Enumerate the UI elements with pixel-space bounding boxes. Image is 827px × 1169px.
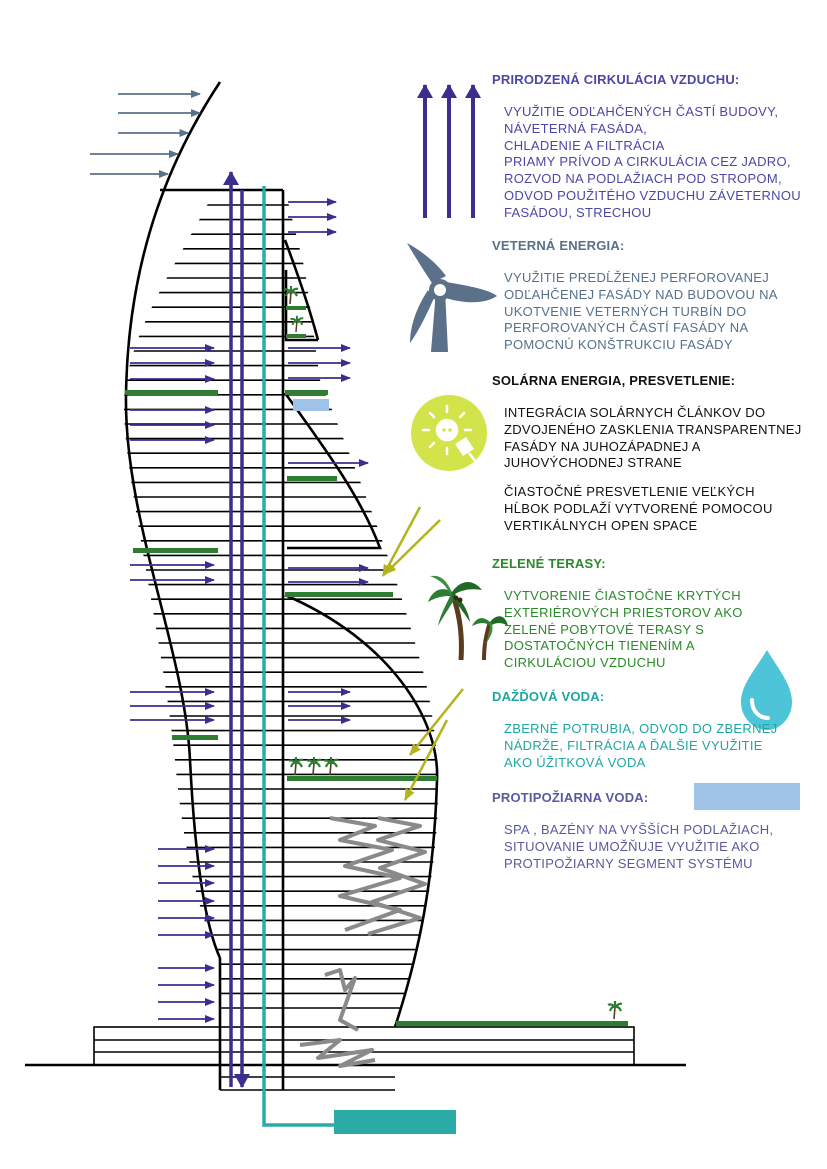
text-line: ROZVOD NA PODLAŽIACH POD STROPOM, <box>504 171 782 187</box>
text-line: ODVOD POUŽITÉHO VZDUCHU ZÁVETERNOU <box>504 187 801 203</box>
solar-energy-text: INTEGRÁCIA SOLÁRNYCH ČLÁNKOV DO ZDVOJENÉ… <box>504 405 812 535</box>
palm-tree-icon <box>283 286 299 305</box>
text-line: UKOTVENIE VETERNÝCH TURBÍN DO <box>504 303 747 319</box>
text-line: INTEGRÁCIA SOLÁRNYCH ČLÁNKOV DO <box>504 405 766 420</box>
green-terraces-title: ZELENÉ TERASY: <box>492 556 606 571</box>
text-line: HĹBOK PODLAŽÍ VYTVORENÉ POMOCOU <box>504 500 773 516</box>
rainwater-pipe <box>262 186 334 1127</box>
palm-tree-icon <box>323 757 339 776</box>
text-line: ZBERNÉ POTRUBIA, ODVOD DO ZBERNEJ <box>504 721 778 736</box>
palm-tree-icon <box>289 315 304 333</box>
text-line: SITUOVANIE UMOŽŇUJE VYUŽITIE AKO <box>504 838 760 854</box>
core-air-shafts <box>223 171 250 1088</box>
text-line: NÁDRŽE, FILTRÁCIA A ĎALŠIE VYUŽITIE <box>504 737 763 753</box>
terrace-palms <box>283 286 623 1020</box>
fire-water-pool-swatch <box>694 783 800 810</box>
section-air-circulation: PRIRODZENÁ CIRKULÁCIA VZDUCHU: VYUŽITIE … <box>492 72 812 222</box>
rain-water-title: DAŽĎOVÁ VODA: <box>492 689 605 704</box>
solar-energy-title: SOLÁRNA ENERGIA, PRESVETLENIE: <box>492 373 736 388</box>
fire-water-text: SPA , BAZÉNY NA VYŠŠÍCH PODLAŽIACH, SITU… <box>504 822 812 872</box>
text-line: DOSTATOČNÝCH TIENENÍM A <box>504 638 695 654</box>
palm-tree-icon <box>288 757 304 776</box>
text-line: ODĽAHČENEJ FASÁDY NAD BUDOVOU NA <box>504 286 778 302</box>
section-green-terraces: ZELENÉ TERASY: VYTVORENIE ČIASTOČNE KRYT… <box>492 556 812 672</box>
air-circulation-title: PRIRODZENÁ CIRKULÁCIA VZDUCHU: <box>492 72 740 87</box>
section-rain-water: DAŽĎOVÁ VODA: ZBERNÉ POTRUBIA, ODVOD DO … <box>492 689 812 771</box>
text-line: VYUŽITIE PREDĹŽENEJ PERFOROVANEJ <box>504 270 770 285</box>
text-line: AKO ÚŽITKOVÁ VODA <box>504 754 646 770</box>
podium-base <box>93 1026 635 1091</box>
airflow-arrows <box>130 198 369 1023</box>
text-line: NÁVETERNÁ FASÁDA, <box>504 120 648 136</box>
text-line: PERFOROVANÝCH ČASTÍ FASÁDY NA <box>504 320 749 336</box>
section-wind-energy: VETERNÁ ENERGIA: VYUŽITIE PREDĹŽENEJ PER… <box>492 238 812 354</box>
text-line: JUHOVÝCHODNEJ STRANE <box>504 455 682 471</box>
rain-water-text: ZBERNÉ POTRUBIA, ODVOD DO ZBERNEJ NÁDRŽE… <box>504 721 812 771</box>
spiral-ramps <box>299 816 427 1068</box>
rainwater-tank <box>334 1110 456 1134</box>
fire-water-title: PROTIPOŽIARNA VODA: <box>492 790 649 805</box>
palm-tree-icon <box>306 757 322 776</box>
text-line: FASÁDY NA JUHOZÁPADNEJ A <box>504 438 701 454</box>
text-line: CHLADENIE A FILTRÁCIA <box>504 137 665 153</box>
airflow-arrows-icon <box>417 84 481 218</box>
text-line: VERTIKÁLNYCH OPEN SPACE <box>504 517 698 533</box>
wind-energy-title: VETERNÁ ENERGIA: <box>492 238 625 253</box>
text-line: PROTIPOŽIARNY SEGMENT SYSTÉMU <box>504 855 753 871</box>
air-circulation-text: VYUŽITIE ODĽAHČENÝCH ČASTÍ BUDOVY, NÁVET… <box>504 104 812 222</box>
green-terraces-text: VYTVORENIE ČIASTOČNE KRYTÝCH EXTERIÉROVÝ… <box>504 588 812 672</box>
section-solar-energy: SOLÁRNA ENERGIA, PRESVETLENIE: INTEGRÁCI… <box>492 373 812 535</box>
palm-tree-icon <box>607 1001 623 1020</box>
section-fire-water: PROTIPOŽIARNA VODA: SPA , BAZÉNY NA VYŠŠ… <box>492 790 812 872</box>
text-line: PRIAMY PRÍVOD A CIRKULÁCIA CEZ JADRO, <box>504 154 791 170</box>
tower-facade-outline <box>124 81 439 1090</box>
text-line: ZDVOJENÉHO ZASKLENIA TRANSPARENTNEJ <box>504 421 802 437</box>
daylight-arrows <box>381 506 464 801</box>
windward-air-intake-arrows <box>90 90 201 178</box>
wind-turbine-icon <box>407 243 497 352</box>
green-terrace-slabs <box>125 306 628 1026</box>
text-line: ČIASTOČNÉ PRESVETLENIE VEĽKÝCH <box>504 484 755 500</box>
palm-tree-icon <box>428 575 508 661</box>
text-line: VYTVORENIE ČIASTOČNE KRYTÝCH <box>504 588 741 603</box>
text-line: EXTERIÉROVÝCH PRIESTOROV AKO <box>504 604 743 620</box>
text-line: CIRKULÁCIOU VZDUCHU <box>504 655 666 671</box>
text-line: VYUŽITIE ODĽAHČENÝCH ČASTÍ BUDOVY, <box>504 104 779 119</box>
solar-sun-plug-icon <box>411 395 487 471</box>
text-line: POMOCNÚ KONŠTRUKCIU FASÁDY <box>504 337 733 353</box>
spa-pool-block <box>293 399 329 411</box>
wind-energy-text: VYUŽITIE PREDĹŽENEJ PERFOROVANEJ ODĽAHČE… <box>504 270 812 354</box>
water-drop-icon <box>741 650 792 730</box>
text-line: ZELENÉ POBYTOVÉ TERASY S <box>504 621 705 637</box>
text-line: FASÁDOU, STRECHOU <box>504 204 652 220</box>
text-line: SPA , BAZÉNY NA VYŠŠÍCH PODLAŽIACH, <box>504 822 774 837</box>
